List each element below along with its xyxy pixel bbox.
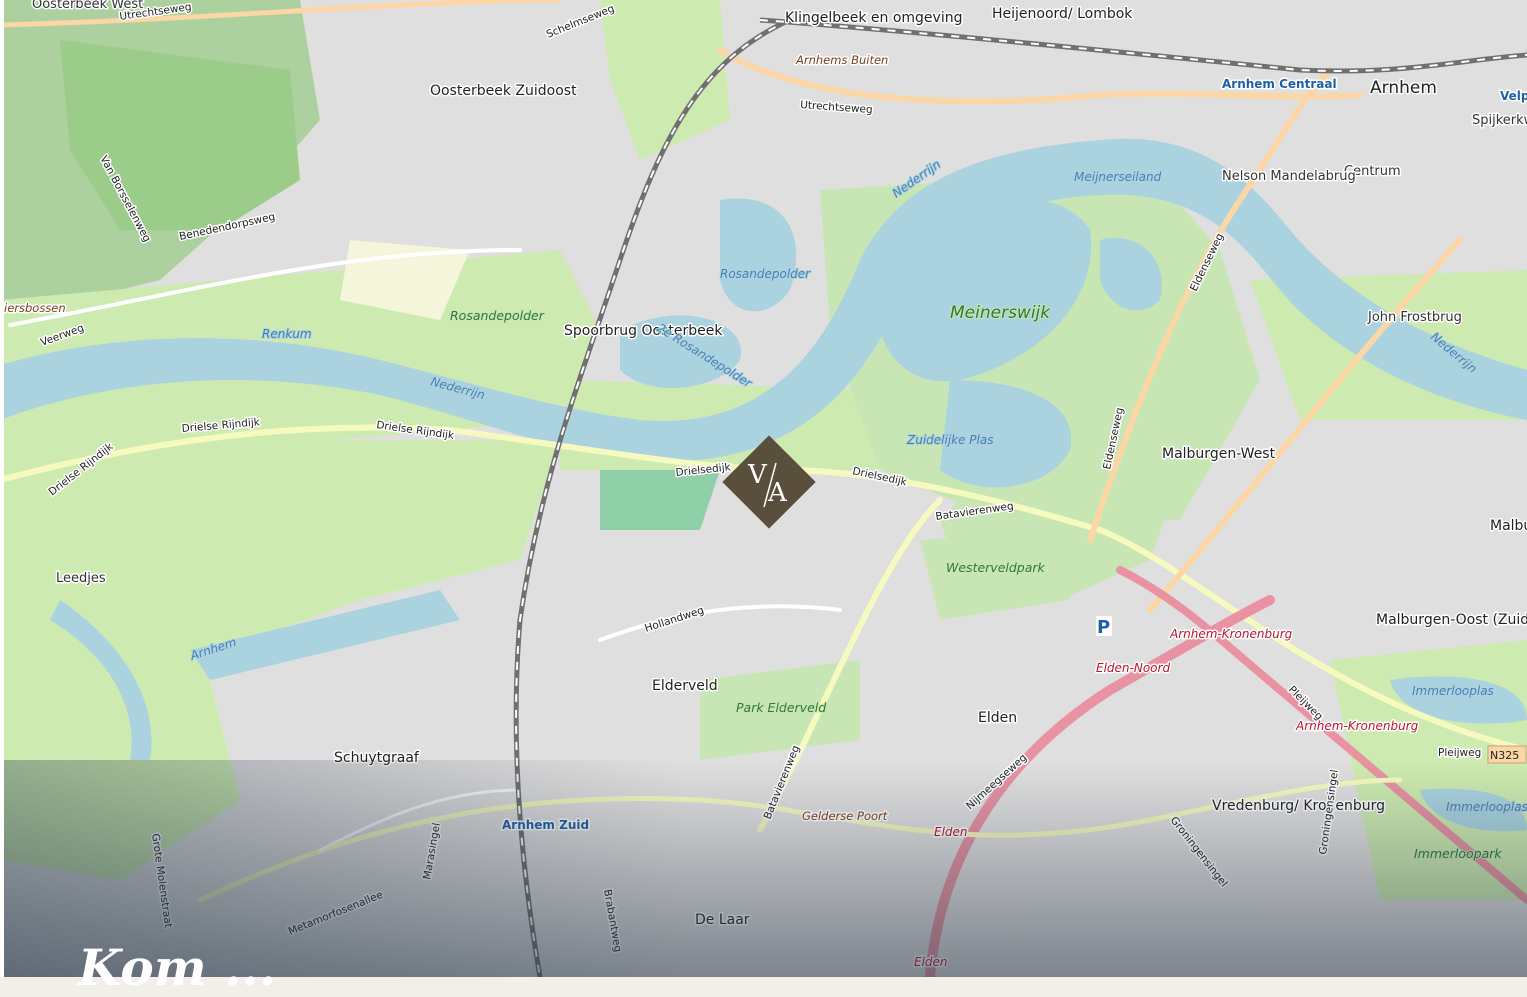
page-headline: Kom ...	[78, 938, 277, 997]
label-rosandepolder-water: Rosandepolder	[720, 267, 811, 281]
label-arnhem-zuid: Arnhem Zuid	[502, 818, 589, 832]
label-arnhem: Arnhem	[1370, 78, 1437, 98]
label-spijkerkw: Spijkerkw	[1472, 113, 1527, 128]
label-schuytgraaf: Schuytgraaf	[334, 750, 420, 766]
label-elden-noord: Elden-Noord	[1096, 661, 1170, 675]
logo-slash	[763, 462, 777, 508]
label-immerlooplas-2: Immerlooplas	[1446, 800, 1527, 814]
label-elden-red-2: Elden	[914, 955, 948, 969]
label-spoorbrug-oosterbeek: Spoorbrug Oosterbeek	[564, 323, 723, 339]
label-arnhem-kronenburg-1: Arnhem-Kronenburg	[1169, 627, 1293, 641]
logo-letter-v: V	[747, 460, 768, 490]
label-velp: Velp	[1500, 89, 1527, 103]
label-park-elderveld: Park Elderveld	[736, 700, 826, 715]
label-arnhem-kronenburg-2: Arnhem-Kronenburg	[1295, 719, 1419, 733]
label-meinerswijk: Meinerswijk	[950, 303, 1051, 323]
label-nelson-mandelabrug: Nelson Mandelabrug	[1222, 169, 1356, 184]
label-leedjes: Leedjes	[56, 571, 106, 586]
label-malburgen-oost: Malburgen-Oost (Zuid)	[1376, 612, 1527, 628]
left-edge-strip	[0, 0, 4, 977]
label-klingelbeek: Klingelbeek en omgeving	[785, 10, 962, 26]
label-de-laar: De Laar	[695, 912, 750, 928]
label-vredenburg: Vredenburg/ Kronenburg	[1212, 798, 1385, 814]
label-elden-red-1: Elden	[934, 825, 968, 839]
label-elden: Elden	[978, 710, 1017, 726]
label-n325: N325	[1490, 749, 1519, 762]
label-zuidelijke-plas: Zuidelijke Plas	[906, 433, 993, 447]
label-malburgen-west: Malburgen-West	[1162, 446, 1276, 462]
label-john-frostbrug: John Frostbrug	[1367, 310, 1462, 325]
label-gelderse-poort: Gelderse Poort	[802, 809, 888, 823]
label-immerloopark: Immerloopark	[1414, 846, 1502, 861]
label-westerveldpark: Westerveldpark	[946, 560, 1046, 575]
label-pleijweg-2: Pleijweg	[1438, 747, 1481, 759]
label-heijenoord: Heijenoord/ Lombok	[992, 6, 1133, 22]
label-elderveld: Elderveld	[652, 678, 718, 694]
label-oosterbeek-zuidoost: Oosterbeek Zuidoost	[430, 83, 577, 99]
label-meijnerseiland: Meijnerseiland	[1074, 170, 1162, 184]
label-malbu-oost: Malbu Oost (	[1490, 518, 1527, 534]
parking-icon-glyph: P	[1097, 617, 1110, 638]
label-renkum-water: Renkum	[262, 327, 312, 341]
location-marker[interactable]: V A	[714, 427, 824, 537]
label-arnhem-centraal: Arnhem Centraal	[1222, 77, 1337, 91]
label-rosandepolder-park: Rosandepolder	[450, 308, 545, 323]
logo-letter-a: A	[767, 478, 788, 508]
label-iersbossen: iersbossen	[4, 301, 66, 315]
label-arnhems-buiten: Arnhems Buiten	[795, 53, 888, 67]
label-immerlooplas-1: Immerlooplas	[1412, 684, 1494, 698]
